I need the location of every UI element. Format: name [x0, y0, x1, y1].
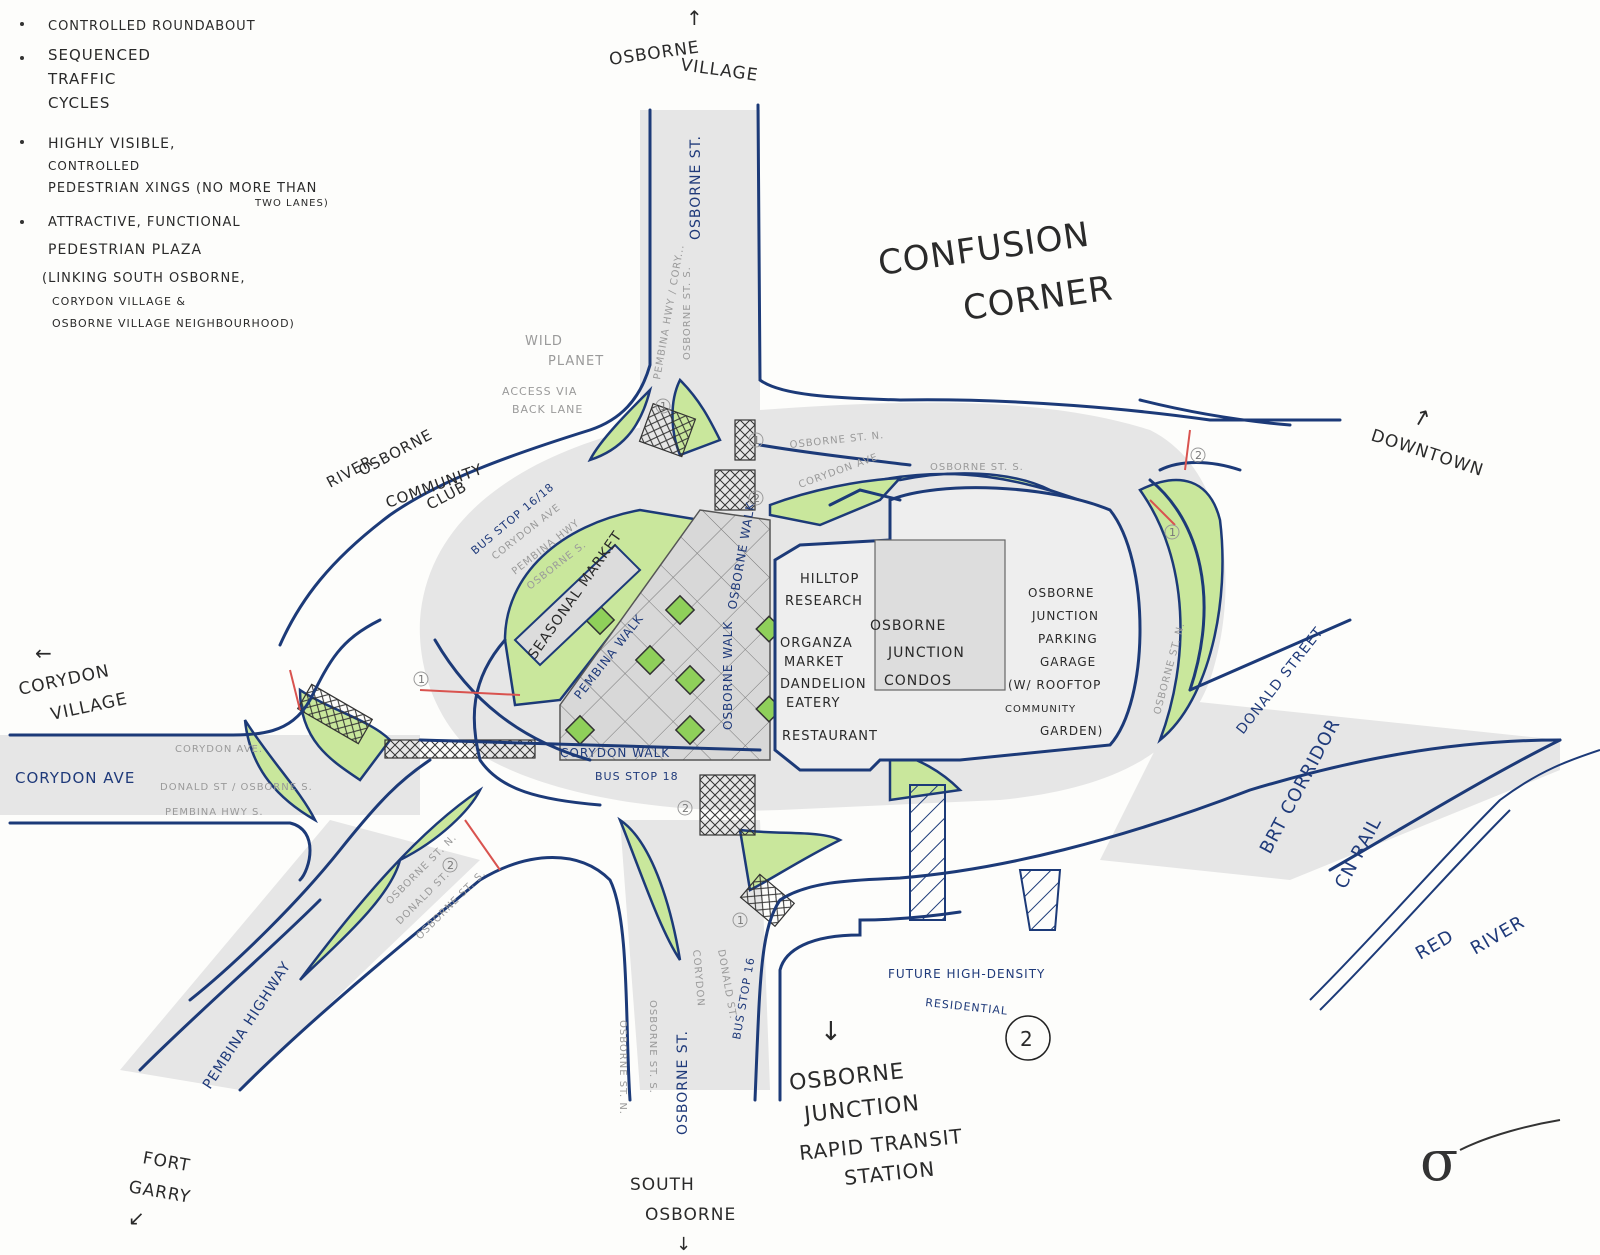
place-condos-1: OSBORNE [870, 618, 946, 634]
note-3-line-1: HIGHLY VISIBLE, [48, 136, 175, 152]
place-future-residential-2: RESIDENTIAL [925, 996, 1009, 1018]
crosswalks [296, 402, 796, 928]
signal-2-d: 2 [447, 859, 454, 872]
place-wild-planet-1: WILD [525, 334, 563, 349]
dir-fort-garry-1: FORT [141, 1148, 192, 1176]
place-access-lane-2: BACK LANE [512, 403, 583, 416]
street-red-river-2: RIVER [1467, 912, 1529, 960]
signature: σ [1420, 1129, 1458, 1194]
place-dandelion-2: EATERY [786, 696, 840, 711]
signal-markers: 1 1 2 2 1 1 2 2 1 [413, 398, 1206, 928]
lane-osborne-st-s2: OSBORNE ST. S. [682, 266, 693, 360]
signal-2-a: 2 [753, 492, 760, 505]
place-future-residential-1: FUTURE HIGH-DENSITY [888, 967, 1045, 981]
lane-cory-ave-w: CORYDON AVE. [175, 744, 263, 755]
signal-1-d: 1 [418, 673, 425, 686]
street-red-river-1: RED [1412, 926, 1458, 965]
place-bus-stop-18: BUS STOP 18 [595, 770, 679, 783]
place-condos-2: JUNCTION [887, 645, 965, 661]
note-3-line-4: TWO LANES) [254, 198, 329, 209]
place-hilltop-1: HILLTOP [800, 572, 859, 587]
lane-donald-osborne-w: DONALD ST / OSBORNE S. [160, 782, 313, 793]
marker-circle-2 [1005, 1015, 1051, 1061]
note-4-line-3: (LINKING SOUTH OSBORNE, [42, 271, 246, 286]
place-parking-3: PARKING [1038, 632, 1098, 646]
place-access-lane-1: ACCESS VIA [502, 385, 577, 398]
place-wild-planet-2: PLANET [548, 354, 604, 369]
title-line-2: CORNER [961, 268, 1116, 329]
note-4-line-4: CORYDON VILLAGE & [52, 295, 186, 308]
place-parking-6: COMMUNITY [1005, 704, 1076, 715]
lane-s-corydon: CORYDON [690, 949, 706, 1007]
lane-osborne-st-s-n: OSBORNE ST. S. [930, 462, 1024, 473]
station-arrow-icon: ↓ [820, 1017, 843, 1047]
buildings-block [773, 486, 1142, 772]
green-islands [243, 377, 1224, 981]
lane-s-osborne-st-s: OSBORNE ST. S. [647, 1000, 658, 1094]
fort-garry-arrow-icon: ↙ [128, 1206, 146, 1230]
signal-2-c: 2 [682, 802, 689, 815]
street-osborne-south: OSBORNE ST. [675, 1030, 691, 1135]
place-restaurant: RESTAURANT [782, 729, 878, 744]
corydon-village-arrow-icon: ← [35, 641, 53, 665]
dir-south-osborne-1: SOUTH [630, 1175, 695, 1195]
place-condos-3: CONDOS [884, 673, 952, 689]
note-2-line-2: TRAFFIC [47, 70, 116, 88]
signal-2-b: 2 [1195, 449, 1202, 462]
place-corydon-walk: CORYDON WALK [560, 746, 670, 760]
street-corydon-ave: CORYDON AVE [15, 769, 135, 787]
note-3-line-3: PEDESTRIAN XINGS (NO MORE THAN [48, 181, 317, 196]
note-3-line-2: CONTROLLED [48, 159, 140, 173]
place-parking-4: GARAGE [1040, 655, 1096, 669]
signal-1-b: 1 [753, 434, 760, 447]
place-station-4: STATION [843, 1157, 936, 1190]
place-dandelion-1: DANDELION [780, 677, 867, 692]
road-outlines [8, 103, 1562, 1102]
south-osborne-arrow-icon: ↓ [676, 1234, 692, 1255]
dir-corydon-village-2: VILLAGE [49, 689, 130, 725]
signature-stroke [1459, 1119, 1561, 1151]
place-station-2: JUNCTION [801, 1091, 921, 1128]
dir-downtown: DOWNTOWN [1368, 426, 1486, 481]
signal-1-c: 1 [1169, 526, 1176, 539]
seasonal-market-structure [513, 543, 642, 667]
place-organza-2: MARKET [784, 655, 844, 670]
downtown-arrow-icon: ↑ [1407, 404, 1436, 435]
note-2-line-1: SEQUENCED [48, 46, 151, 64]
dir-osborne-village-2: VILLAGE [679, 55, 759, 86]
note-1-line-1: CONTROLLED ROUNDABOUT [48, 19, 256, 34]
dir-fort-garry-2: GARRY [127, 1177, 192, 1208]
place-parking-1: OSBORNE [1028, 586, 1094, 600]
plaza-planters [564, 594, 783, 746]
place-station-3: RAPID TRANSIT [798, 1124, 964, 1165]
osborne-village-arrow-icon: ↑ [686, 6, 704, 30]
title-line-1: CONFUSION [876, 215, 1093, 284]
street-osborne-north: OSBORNE ST. [688, 135, 704, 240]
red-river [1309, 749, 1600, 1011]
lane-s-osborne-st-n: OSBORNE ST. N. [617, 1020, 628, 1115]
signal-1-a: 1 [660, 400, 667, 413]
transit-platforms [909, 784, 1062, 931]
place-organza-1: ORGANZA [780, 636, 853, 651]
dir-south-osborne-2: OSBORNE [645, 1205, 736, 1225]
signal-1-e: 1 [737, 914, 744, 927]
place-parking-2: JUNCTION [1031, 609, 1099, 623]
note-2-line-3: CYCLES [48, 94, 110, 112]
red-ped-crossings [289, 429, 1191, 871]
marker-circle-2-label: 2 [1020, 1027, 1034, 1051]
place-parking-7: GARDEN) [1040, 724, 1103, 738]
place-hilltop-2: RESEARCH [785, 594, 863, 609]
note-4-line-1: ATTRACTIVE, FUNCTIONAL [48, 215, 241, 230]
note-4-line-2: PEDESTRIAN PLAZA [48, 242, 202, 258]
note-4-line-5: OSBORNE VILLAGE NEIGHBOURHOOD) [52, 317, 295, 330]
design-notes: CONTROLLED ROUNDABOUT SEQUENCED TRAFFIC … [20, 19, 329, 330]
place-parking-5: (W/ ROOFTOP [1008, 678, 1101, 692]
place-osborne-walk: OSBORNE WALK [721, 621, 735, 730]
lane-pembina-hwy-s-w: PEMBINA HWY S. [165, 807, 264, 818]
place-station-1: OSBORNE [788, 1059, 906, 1096]
